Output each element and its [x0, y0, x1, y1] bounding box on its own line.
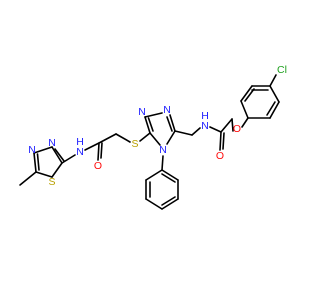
- atom-h-amide-left: H: [76, 136, 84, 148]
- bond-ph-3: [145, 198, 163, 210]
- bond-cp-5: [269, 101, 280, 119]
- atom-n-td-2: N: [48, 137, 56, 149]
- bond-nh-co-right: [209, 126, 222, 133]
- bond-c2-nh: [61, 154, 76, 164]
- atom-n-td-1: N: [28, 144, 36, 156]
- bond-tri-n-n: [144, 112, 163, 118]
- bond-co-ch2: [98, 133, 117, 144]
- bond-ph-1: [145, 169, 163, 181]
- atom-n-triazole-4: N: [159, 144, 167, 156]
- bond-tri-ch2: [174, 130, 193, 136]
- bond-td-c5-n: [33, 152, 37, 173]
- atom-labels: N N S N H O S N N N N H O O Cl: [28, 64, 287, 188]
- bond-s-tri: [139, 132, 151, 142]
- bonds: [19, 74, 280, 210]
- bond-co-o-right: [219, 131, 222, 151]
- bond-td-c2-s: [51, 162, 63, 178]
- bond-o-ph: [241, 117, 249, 128]
- atom-o-right: O: [216, 150, 224, 162]
- bond-cp-1: [240, 100, 249, 119]
- bond-co-o: [97, 142, 100, 161]
- bond-td-n-n: [33, 146, 53, 154]
- atom-n-triazole-2: N: [163, 104, 171, 116]
- bond-co-o-double: [100, 142, 103, 159]
- bond-tri-n-c5-double: [166, 116, 173, 132]
- bond-co-o-right-double: [222, 132, 225, 150]
- atom-h-amide-right: H: [201, 110, 209, 122]
- atom-n-amide-left: N: [76, 146, 84, 158]
- atom-s-thioether: S: [131, 138, 138, 150]
- structure-canvas: N N S N H O S N N N N H O O Cl: [19, 64, 287, 210]
- bond-n4-ph: [161, 155, 164, 171]
- bond-tri-c3-n4: [149, 132, 161, 146]
- bond-methyl: [19, 171, 37, 186]
- bond-tri-n-c5: [169, 114, 176, 132]
- bond-td-n-c2-double: [54, 148, 65, 162]
- bond-ch2-nh: [191, 127, 201, 136]
- atom-n-triazole-1: N: [138, 106, 146, 118]
- bond-cp-5-double: [266, 101, 276, 116]
- bond-td-n-c2: [51, 146, 63, 164]
- bond-ch2-o: [231, 118, 234, 132]
- bond-cp-2: [240, 85, 253, 102]
- bond-tri-c5-n4: [166, 130, 176, 145]
- atom-n-amide-right: N: [201, 120, 209, 132]
- bond-ph-6-double: [161, 173, 176, 183]
- bond-ph-4: [161, 198, 179, 210]
- atom-o-ether: O: [233, 123, 241, 135]
- bond-tri-c3-n-double: [147, 117, 154, 132]
- atom-o-left: O: [94, 160, 102, 172]
- bond-td-c5-n-double: [36, 153, 40, 171]
- bond-ch2-s: [115, 133, 131, 143]
- bond-ph-4-double: [161, 196, 176, 206]
- bond-ph-6: [161, 169, 179, 181]
- bond-td-s-c5: [35, 171, 53, 178]
- molecule-diagram: N N S N H O S N N N N H O O Cl: [19, 64, 287, 210]
- bond-nh-co: [84, 142, 100, 151]
- bond-tri-c3-n: [144, 116, 151, 134]
- bond-cp-4: [269, 85, 280, 103]
- bond-cl: [269, 74, 277, 87]
- bond-co-ch2-right: [220, 118, 233, 133]
- atom-s-thiadiazole: S: [48, 176, 55, 188]
- atom-cl: Cl: [277, 64, 287, 76]
- bond-cp-2-double: [244, 88, 255, 102]
